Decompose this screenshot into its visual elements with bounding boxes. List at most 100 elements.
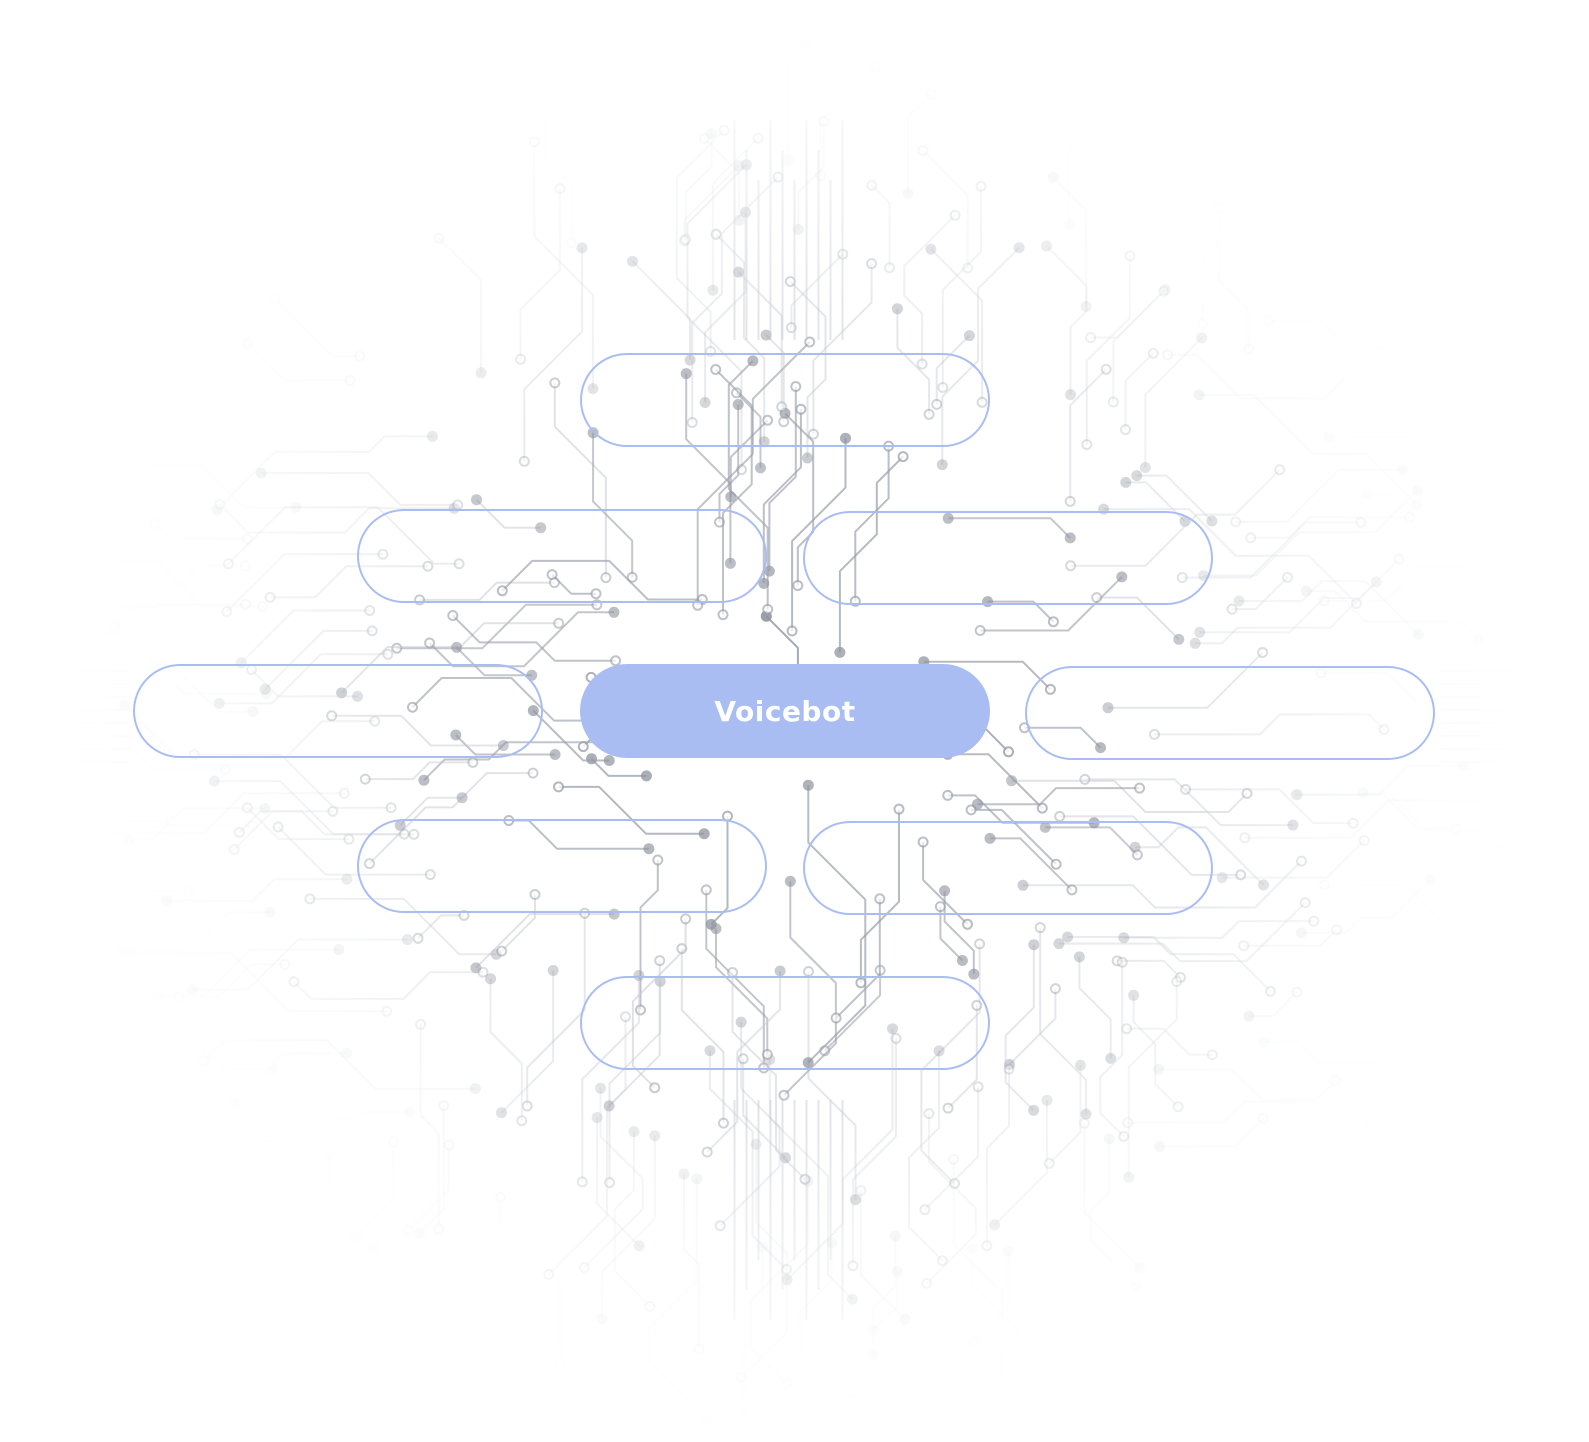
circuit-pad [1329, 1075, 1341, 1087]
circuit-pad [553, 781, 564, 793]
circuit-pad [228, 843, 240, 855]
circuit-pad [1128, 989, 1140, 1001]
circuit-pad [884, 262, 895, 274]
circuit-pad [290, 502, 302, 513]
circuit-pad [578, 1262, 590, 1274]
circuit-pad [115, 944, 126, 956]
circuit-pad [221, 606, 233, 618]
circuit-pad [119, 699, 131, 711]
circuit-pad [678, 1168, 690, 1180]
circuit-pad [1496, 842, 1507, 854]
circuit-pad [1189, 637, 1201, 649]
circuit-pad [1206, 515, 1218, 527]
circuit-pad [1287, 819, 1299, 831]
circuit-trace [418, 1105, 445, 1235]
circuit-pad [517, 29, 529, 40]
circuit-pad [1002, 1245, 1014, 1257]
circuit-pad [603, 1100, 615, 1112]
circuit-pad [738, 1410, 750, 1421]
circuit-pad [1172, 1101, 1184, 1113]
circuit-trace [1195, 581, 1377, 645]
circuit-pad [566, 237, 577, 249]
circuit-pad [725, 491, 737, 503]
circuit-pad [208, 775, 220, 787]
circuit-pad [1546, 895, 1558, 907]
circuit-pad [1213, 202, 1225, 213]
circuit-pad [799, 38, 811, 50]
center-node-label: Voicebot [714, 694, 856, 728]
circuit-trace [1264, 1040, 1417, 1105]
circuit-pad [640, 770, 652, 782]
circuit-trace [787, 43, 806, 161]
circuit-pad [1226, 603, 1238, 615]
circuit-pad [1291, 986, 1303, 998]
circuit-pad [1054, 810, 1066, 822]
node-lower-left [357, 819, 767, 913]
circuit-pad [1120, 476, 1132, 488]
circuit-trace [1132, 995, 1179, 1108]
circuit-pad [22, 687, 34, 699]
circuit-pad [1197, 318, 1208, 329]
circuit-pad [1556, 741, 1567, 753]
circuit-pad [73, 507, 85, 519]
circuit-trace [246, 342, 350, 382]
circuit-pad [554, 183, 566, 194]
circuit-pad [762, 603, 774, 615]
circuit-pad [241, 533, 253, 545]
circuit-pad [917, 145, 929, 156]
circuit-pad [1274, 464, 1286, 476]
circuit-pad [1154, 1141, 1166, 1152]
circuit-pad [649, 1082, 661, 1094]
circuit-trace [1366, 460, 1507, 497]
circuit-pad [413, 1227, 425, 1239]
circuit-pad [799, 1173, 811, 1185]
circuit-trace [533, 141, 594, 389]
circuit-pad [889, 1230, 901, 1242]
circuit-pad [596, 1313, 608, 1325]
circuit-pad [475, 367, 487, 379]
circuit-pad [1173, 633, 1185, 645]
circuit-pad [595, 1082, 606, 1094]
circuit-pad [967, 1243, 978, 1255]
circuit-pad [1073, 951, 1085, 963]
circuit-pad [989, 1219, 1001, 1231]
circuit-trace [903, 214, 956, 365]
circuit-trace [985, 1069, 1010, 1246]
circuit-pad [937, 1255, 948, 1267]
circuit-pad [1250, 167, 1261, 179]
circuit-trace [684, 133, 713, 240]
circuit-pad [866, 179, 878, 191]
circuit-trace [55, 564, 246, 609]
circuit-pad [1043, 1157, 1055, 1169]
circuit-pad [239, 560, 251, 572]
circuit-pad [891, 1265, 903, 1277]
circuit-pad [1257, 647, 1269, 658]
circuit-pad [166, 1135, 178, 1147]
circuit-pad [547, 965, 559, 976]
circuit-pad [897, 451, 909, 463]
circuit-pad [782, 154, 794, 166]
circuit-trace [1090, 288, 1167, 339]
circuit-pad [867, 1324, 879, 1336]
circuit-trace [261, 472, 458, 506]
circuit-trace [1323, 565, 1523, 602]
circuit-pad [654, 955, 666, 967]
circuit-pad [549, 749, 561, 760]
circuit-pad [149, 518, 161, 530]
circuit-pad [1308, 915, 1320, 927]
circuit-trace [1085, 255, 1131, 445]
circuit-trace [99, 890, 189, 936]
circuit-pad [786, 625, 798, 637]
circuit-pad [949, 209, 961, 221]
circuit-pad [845, 1394, 857, 1406]
circuit-pad [1258, 879, 1269, 891]
circuit-pad [385, 802, 397, 814]
circuit-trace [233, 810, 333, 851]
circuit-pad [577, 741, 589, 753]
circuit-pad [680, 233, 692, 245]
circuit-pad [495, 1191, 506, 1203]
circuit-pad [850, 1194, 861, 1206]
circuit-pad [803, 966, 814, 977]
circuit-pad [1085, 332, 1097, 343]
circuit-pad [368, 1242, 380, 1253]
